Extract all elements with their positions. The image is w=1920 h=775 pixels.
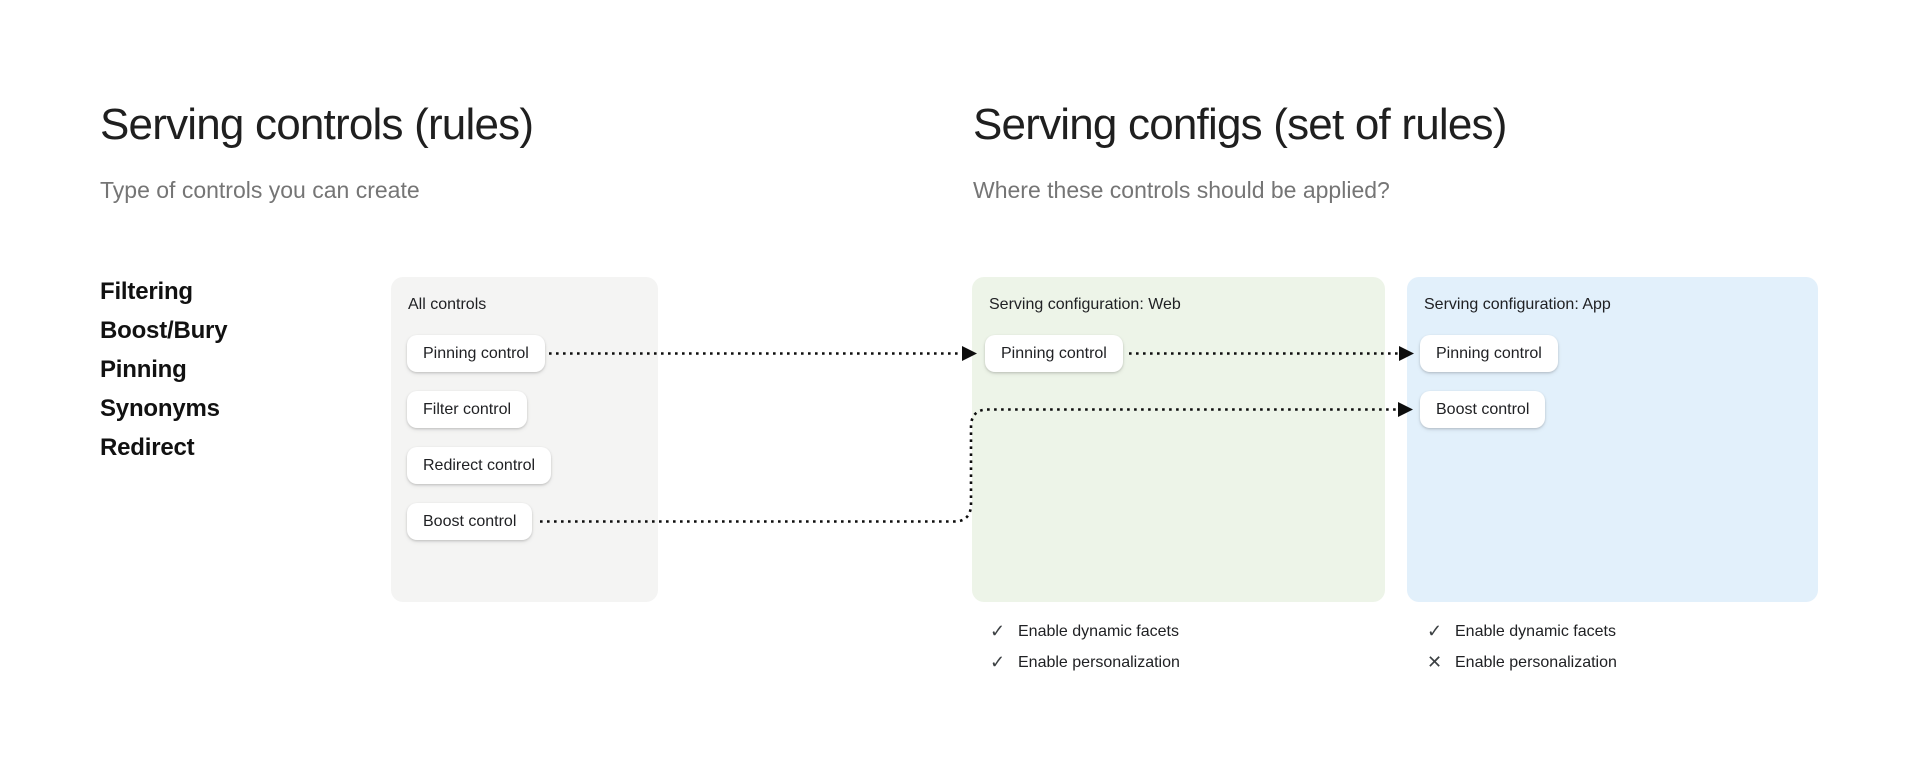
right-section-title: Serving configs (set of rules)	[973, 100, 1507, 149]
check-icon: ✓	[990, 652, 1006, 672]
left-section-title: Serving controls (rules)	[100, 100, 534, 149]
cross-icon: ✕	[1427, 652, 1443, 672]
serving-config-app-title: Serving configuration: App	[1424, 296, 1611, 313]
right-section-subtitle: Where these controls should be applied?	[973, 177, 1390, 203]
control-type-redirect: Redirect	[100, 434, 195, 461]
serving-config-app-card: Serving configuration: App Pinning contr…	[1407, 277, 1818, 602]
check-icon: ✓	[990, 621, 1006, 641]
control-types-list: Filtering Boost/Bury Pinning Synonyms Re…	[100, 272, 228, 467]
app-feature-personalization: ✕ Enable personalization	[1427, 647, 1617, 678]
feature-label: Enable personalization	[1455, 653, 1617, 671]
all-controls-card-title: All controls	[408, 296, 487, 313]
web-features-list: ✓ Enable dynamic facets ✓ Enable persona…	[990, 616, 1180, 678]
feature-label: Enable dynamic facets	[1455, 622, 1616, 640]
chip-boost-control-source: Boost control	[407, 503, 533, 540]
serving-config-web-card: Serving configuration: Web Pinning contr…	[972, 277, 1385, 602]
feature-label: Enable dynamic facets	[1018, 622, 1179, 640]
chip-filter-control-source: Filter control	[407, 391, 528, 428]
web-feature-dynamic-facets: ✓ Enable dynamic facets	[990, 616, 1180, 647]
chip-pinning-control-app: Pinning control	[1420, 335, 1558, 372]
check-icon: ✓	[1427, 621, 1443, 641]
all-controls-card: All controls Pinning control Filter cont…	[391, 277, 658, 602]
feature-label: Enable personalization	[1018, 653, 1180, 671]
chip-pinning-control-web: Pinning control	[985, 335, 1123, 372]
web-feature-personalization: ✓ Enable personalization	[990, 647, 1180, 678]
serving-config-web-title: Serving configuration: Web	[989, 296, 1181, 313]
control-type-boost-bury: Boost/Bury	[100, 317, 228, 344]
app-features-list: ✓ Enable dynamic facets ✕ Enable persona…	[1427, 616, 1617, 678]
app-feature-dynamic-facets: ✓ Enable dynamic facets	[1427, 616, 1617, 647]
control-type-pinning: Pinning	[100, 356, 187, 383]
control-type-filtering: Filtering	[100, 278, 193, 305]
chip-boost-control-app: Boost control	[1420, 391, 1546, 428]
left-section-subtitle: Type of controls you can create	[100, 177, 420, 203]
chip-pinning-control-source: Pinning control	[407, 335, 545, 372]
chip-redirect-control-source: Redirect control	[407, 447, 552, 484]
control-type-synonyms: Synonyms	[100, 395, 220, 422]
